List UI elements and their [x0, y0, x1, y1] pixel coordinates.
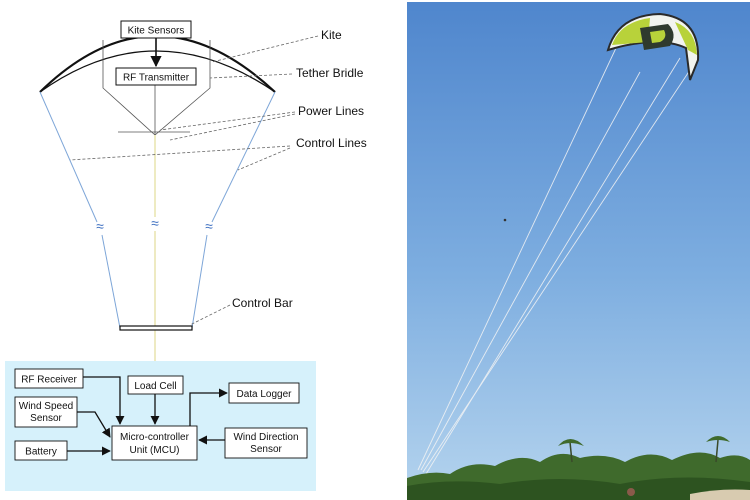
mcu-label-2: Unit (MCU) — [130, 445, 180, 456]
wind-direction-label-1: Wind Direction — [233, 432, 298, 443]
control-bar — [119, 325, 193, 331]
data-logger-label: Data Logger — [236, 389, 292, 400]
kite-photo — [407, 2, 750, 500]
wind-direction-label-2: Sensor — [250, 444, 282, 455]
kite-schematic: Kite Sensors RF Transmitter ≈ ≈ ≈ — [39, 20, 367, 365]
kite-canopy-photo — [606, 12, 700, 81]
bird — [503, 218, 507, 222]
ground-station-panel: RF Receiver Load Cell Data Logger Wind S… — [5, 361, 316, 491]
line-break-center: ≈ — [151, 215, 159, 231]
rf-transmitter-label: RF Transmitter — [123, 73, 190, 84]
line-break-right: ≈ — [205, 218, 213, 234]
mcu-box — [111, 425, 198, 461]
wind-speed-label-1: Wind Speed — [19, 401, 73, 412]
rf-receiver-label: RF Receiver — [21, 375, 77, 386]
wind-direction-sensor-box — [224, 427, 308, 459]
callout-kite: Kite — [321, 28, 342, 42]
callout-leaders — [69, 35, 319, 326]
kite-lines — [417, 47, 691, 475]
wind-speed-label-2: Sensor — [30, 413, 62, 424]
wind-speed-sensor-box — [14, 396, 78, 428]
callout-tether-bridle: Tether Bridle — [296, 66, 364, 80]
load-cell-label: Load Cell — [134, 381, 176, 392]
battery-label: Battery — [25, 447, 57, 458]
mcu-label-1: Micro-controller — [120, 432, 190, 443]
kite-sensors-label: Kite Sensors — [128, 26, 185, 37]
rf-receiver-box — [14, 368, 84, 389]
palm-trees — [407, 436, 750, 500]
sky — [407, 2, 750, 500]
callout-control-bar: Control Bar — [232, 296, 293, 310]
flow-arrows — [67, 376, 228, 456]
callout-power-lines: Power Lines — [298, 104, 364, 118]
rf-transmitter-box — [115, 67, 197, 86]
data-logger-box — [228, 382, 300, 404]
callout-control-lines: Control Lines — [296, 136, 367, 150]
control-lines — [39, 91, 276, 329]
line-break-left: ≈ — [96, 218, 104, 234]
